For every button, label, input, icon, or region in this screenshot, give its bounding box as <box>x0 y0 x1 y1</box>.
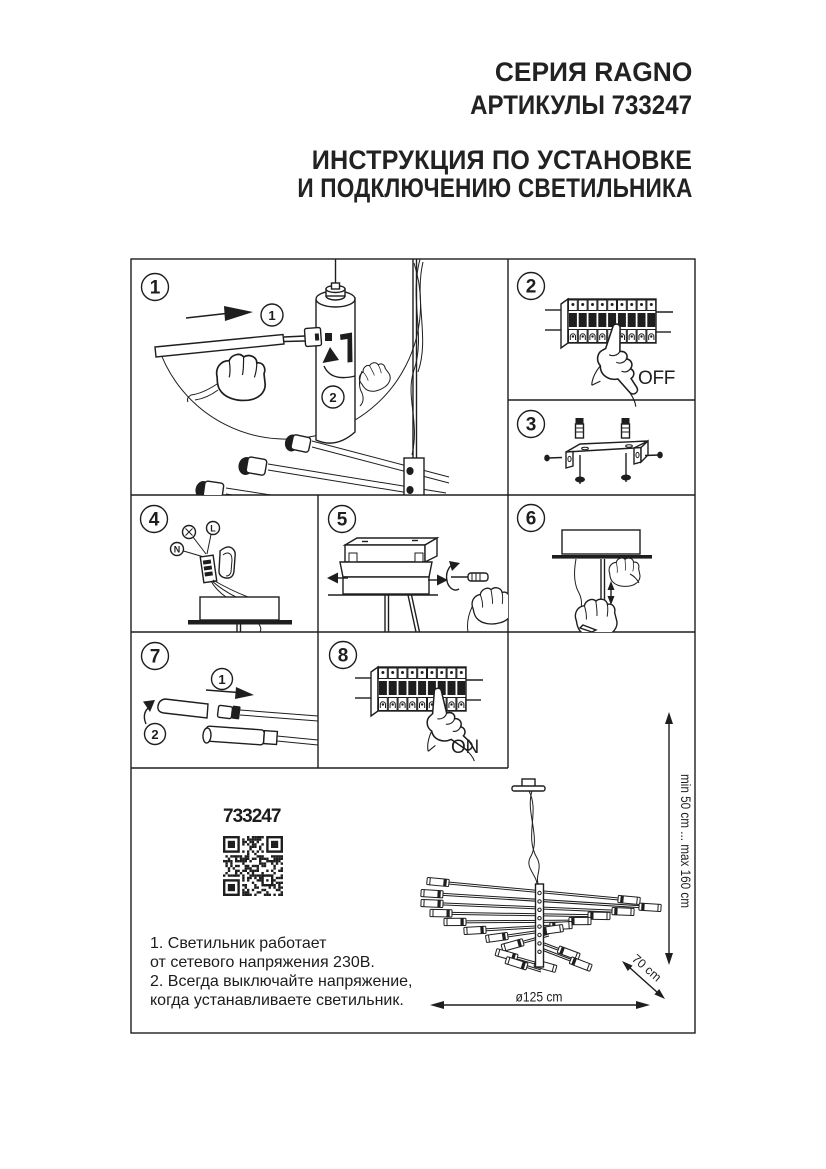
panel1-number: 1 <box>150 278 161 299</box>
hand-bottom-right <box>467 584 508 632</box>
series-title: СЕРИЯ RAGNO <box>494 57 692 87</box>
panel-2: OFF <box>544 298 675 408</box>
step2-badge: 2 <box>143 722 167 746</box>
hand-right-icon <box>354 357 395 407</box>
label-leaders <box>183 534 212 558</box>
up-down-arrow <box>607 581 615 605</box>
canopy-wires <box>210 579 249 598</box>
terminal-block <box>199 546 236 584</box>
diameter-dimension: ø125 cm <box>430 989 650 1009</box>
height-dimension: min 50 cm ... max 160 cm <box>665 712 693 965</box>
lamp-rod-3 <box>195 480 275 495</box>
height-range-label: min 50 cm ... max 160 cm <box>678 774 693 908</box>
ceiling-plate <box>552 555 652 559</box>
panel-3 <box>544 418 663 484</box>
wire-label-l: L <box>205 520 221 536</box>
panel-6 <box>552 529 652 632</box>
panel7-step1-label: 1 <box>218 672 225 687</box>
canopy-cone <box>339 561 433 595</box>
footer-article-number: 733247 <box>223 806 281 827</box>
chandelier-stem <box>534 883 545 968</box>
step1-badge: 1 <box>260 303 284 327</box>
panel-8: ON <box>354 666 484 766</box>
panel2-number: 2 <box>526 277 537 298</box>
hand-left-icon <box>186 353 267 403</box>
ceiling-box <box>561 529 641 555</box>
hanging-stem <box>410 259 424 458</box>
off-label: OFF <box>638 368 675 389</box>
panel7-number: 7 <box>150 647 161 668</box>
qr-code <box>223 836 283 896</box>
panel5-number: 5 <box>337 510 348 531</box>
panel8-number: 8 <box>338 646 349 667</box>
wire-n-label: N <box>174 545 181 555</box>
projection-dimension: 70 cm <box>622 952 665 999</box>
instruction-title-line2: И ПОДКЛЮЧЕНИЮ СВЕТИЛЬНИКА <box>296 173 692 203</box>
wire-l-label: L <box>210 524 216 534</box>
note-line-2: от сетевого напряжения 230В. <box>150 954 375 971</box>
panel3-number: 3 <box>526 415 537 436</box>
panel-5 <box>327 536 508 632</box>
side-screw-left <box>544 454 563 462</box>
rotate-arrow <box>143 700 155 725</box>
instruction-title-line1: ИНСТРУКЦИЯ ПО УСТАНОВКЕ <box>311 145 692 175</box>
chandelier-canopy <box>511 778 546 792</box>
push-arrow-right <box>428 574 448 586</box>
panel7-step2-label: 2 <box>151 727 158 742</box>
note-line-3: 2. Всегда выключайте напряжение, <box>150 973 413 990</box>
note-line-1: 1. Светильник работает <box>150 935 327 952</box>
panel6-number: 6 <box>526 509 537 530</box>
insert-arrow <box>185 306 253 321</box>
screwdriver-icon <box>445 561 489 591</box>
push-arrow-left <box>327 572 348 584</box>
chandelier-drawing <box>420 778 662 973</box>
tube-upper <box>157 698 318 722</box>
panel-7: 1 2 <box>143 667 318 746</box>
panel4-number: 4 <box>149 510 160 531</box>
bracket-screw-right <box>621 453 631 482</box>
step1-badge: 1 <box>210 667 234 691</box>
rod-holder <box>403 457 425 495</box>
hand-fist-icon <box>607 555 642 589</box>
panel-1: 2 1 <box>154 259 450 495</box>
panel1-step1-label: 1 <box>268 308 275 323</box>
wire-label-n: N <box>169 541 185 557</box>
suspension-rods <box>384 594 421 632</box>
on-label: ON <box>451 737 479 758</box>
projection-label: 70 cm <box>629 952 664 985</box>
lamp-rod-1 <box>284 434 450 484</box>
hand-lower-icon <box>572 595 620 632</box>
footer-notes: 1. Светильник работает от сетевого напря… <box>150 934 412 1010</box>
panel-numbers: 1 2 3 4 5 6 7 8 <box>139 271 546 671</box>
articles-title: АРТИКУЛЫ 733247 <box>470 90 692 120</box>
side-screw-right <box>644 451 663 459</box>
screw-arrow <box>205 687 254 699</box>
insert-direction-marks <box>322 332 356 379</box>
step2-badge: 2 <box>321 385 345 409</box>
chandelier-cable <box>528 790 540 887</box>
diameter-label: ø125 cm <box>516 989 563 1005</box>
wall-anchor-right <box>620 418 631 439</box>
arm-rod <box>154 326 323 358</box>
bracket-screw-left <box>575 455 585 484</box>
panel1-step2-label: 2 <box>329 390 336 405</box>
mounting-bracket <box>565 439 649 469</box>
panel-4: L N <box>169 520 292 632</box>
wall-anchor-left <box>574 418 585 439</box>
canopy-base <box>188 596 292 632</box>
tube-lower <box>202 725 318 746</box>
earth-symbol <box>181 524 197 540</box>
note-line-4: когда устанавливаете светильник. <box>150 992 404 1009</box>
